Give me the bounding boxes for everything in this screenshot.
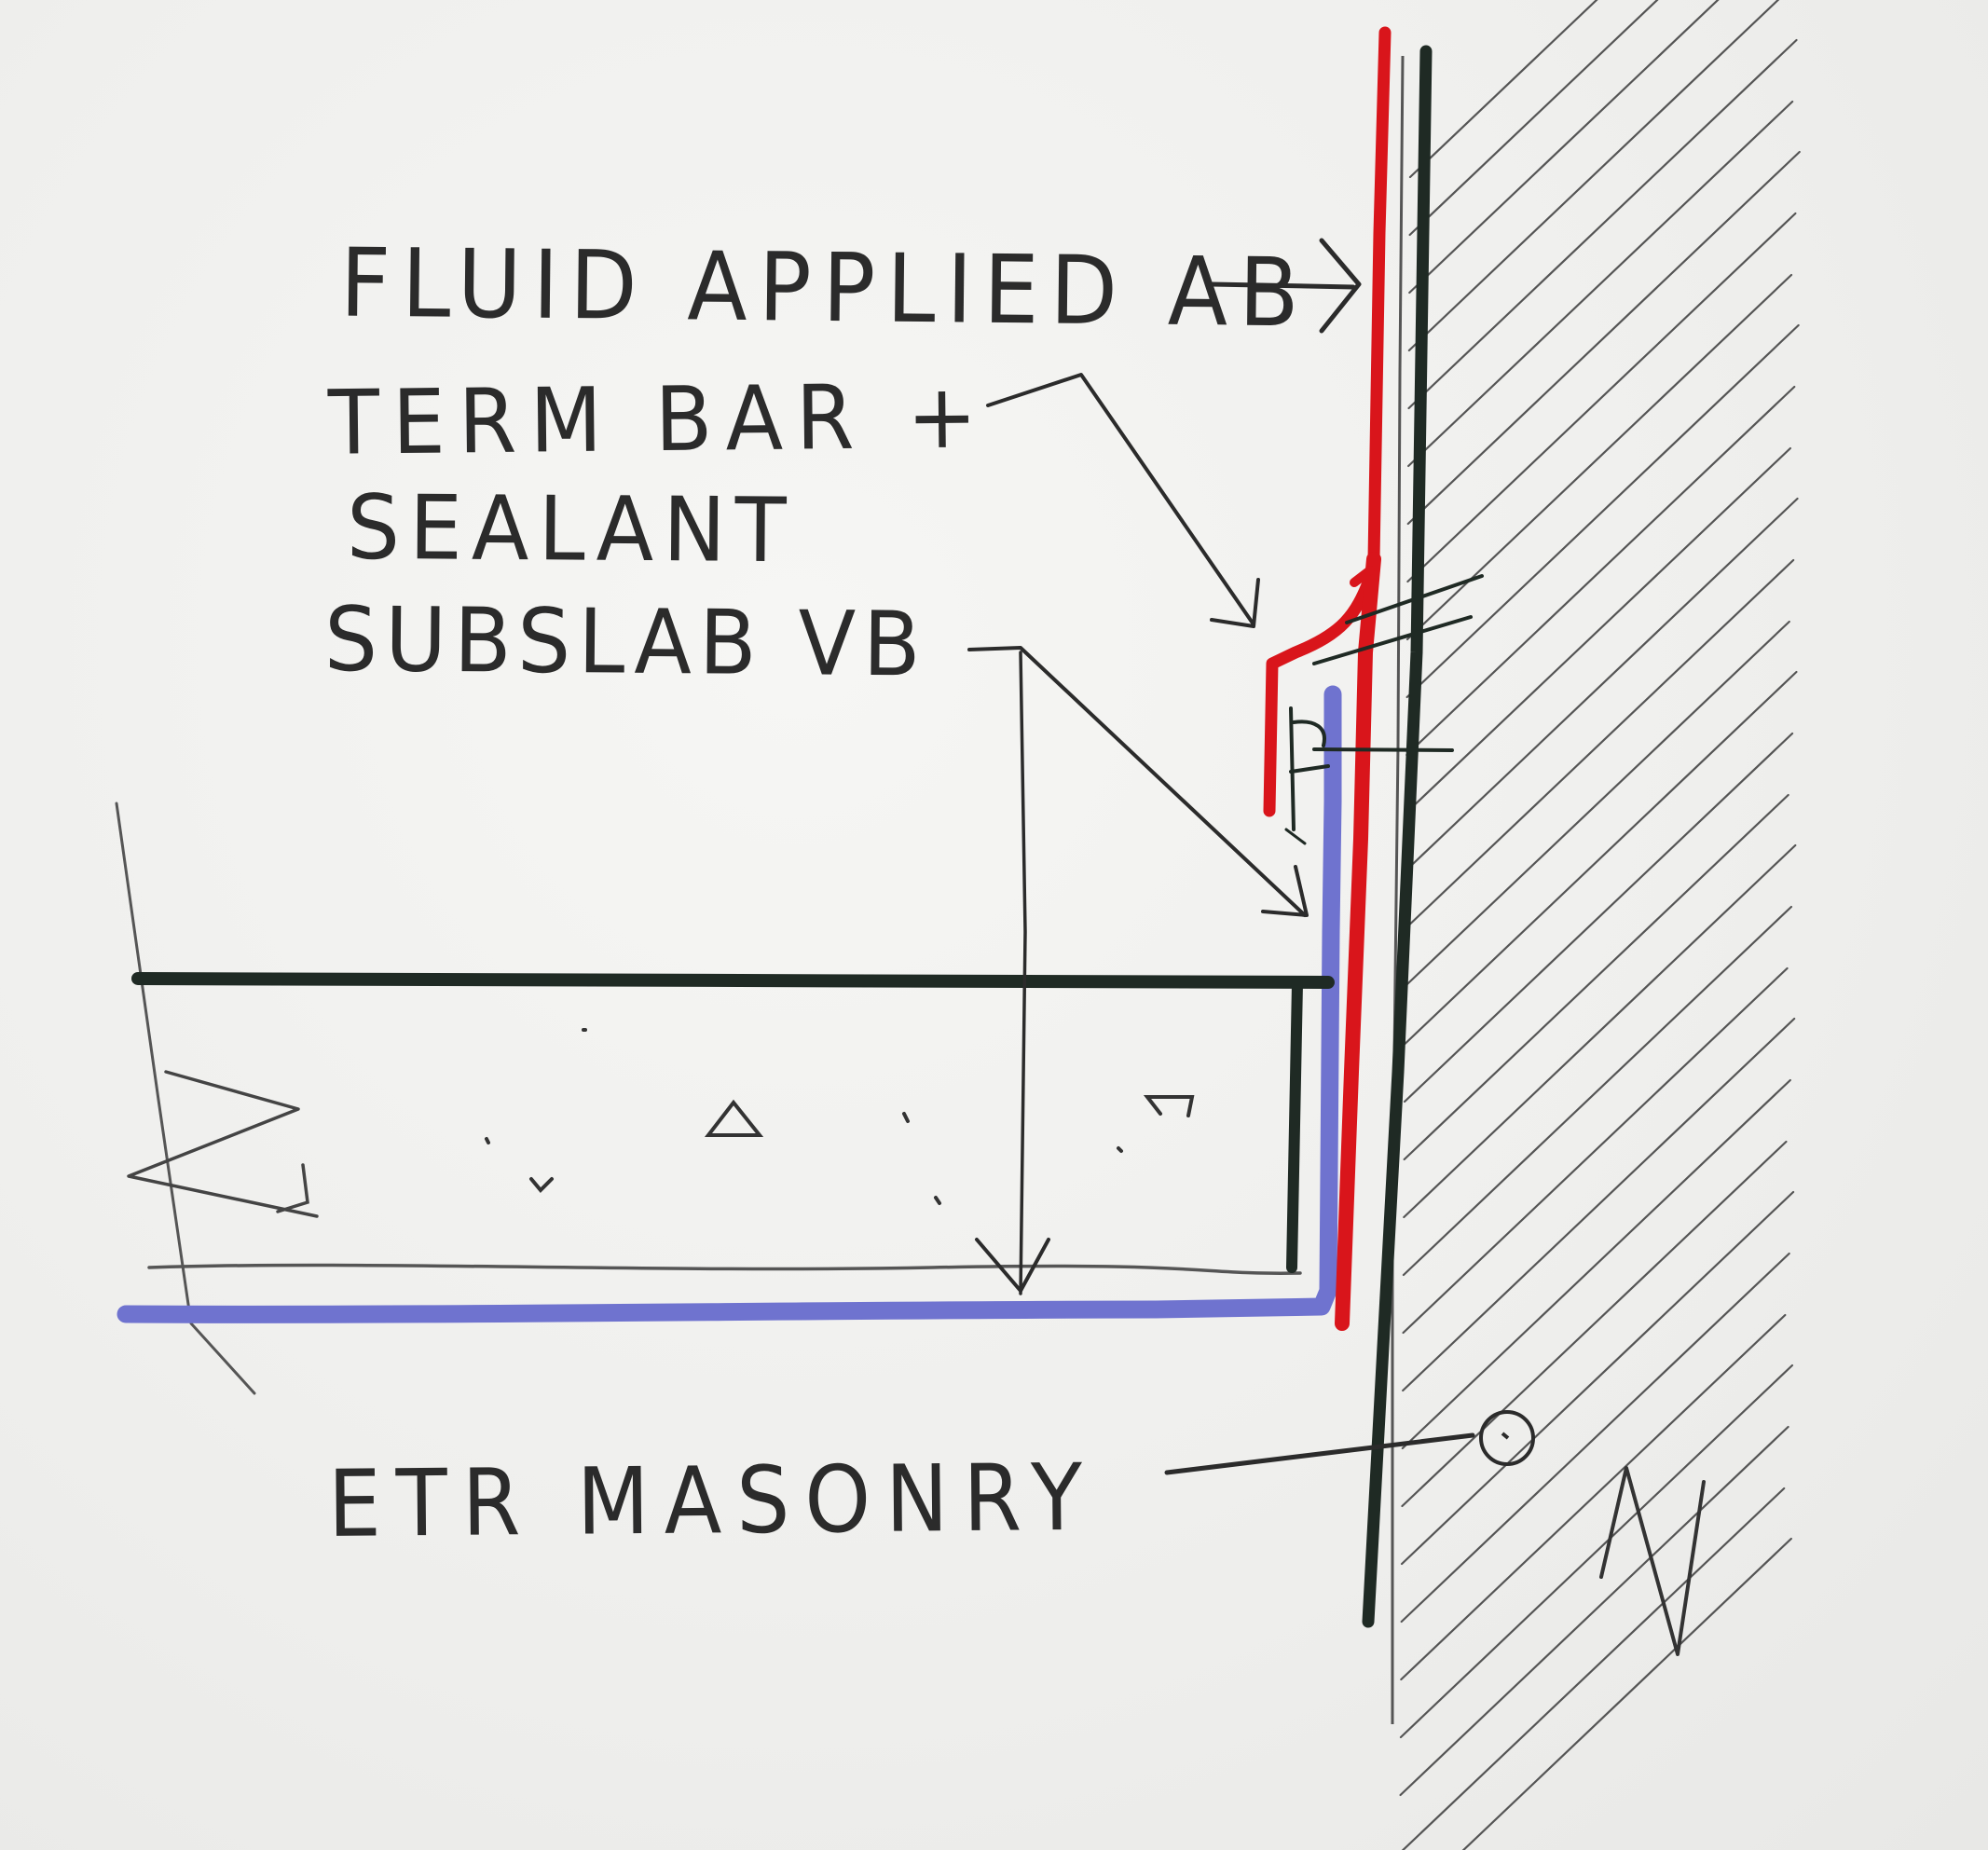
hatch-line <box>1403 732 1794 1103</box>
air-barrier-lap <box>1350 566 1375 587</box>
masonry-break-symbol <box>1599 1466 1706 1656</box>
hatch-line <box>1461 1537 1792 1850</box>
hatch-line <box>1407 0 1780 352</box>
term-bar-and-sealant <box>1284 574 1484 845</box>
hatch-line <box>1400 1252 1790 1624</box>
hatch-line <box>1401 1078 1791 1450</box>
hatch-line <box>1399 1425 1789 1797</box>
hatch-line <box>1402 905 1793 1277</box>
leader-etr-masonry <box>1164 1432 1475 1475</box>
break-symbol-hook <box>276 1163 309 1213</box>
arrowhead-subslab-vb <box>1261 865 1309 917</box>
hatch-line <box>1405 323 1800 699</box>
hatch-line <box>1405 385 1796 757</box>
hatch-line <box>1402 966 1789 1335</box>
masonry-hatching <box>1399 0 1801 1850</box>
slab-edge-line <box>1286 978 1303 1273</box>
hatch-line <box>1401 1140 1788 1508</box>
break-symbol <box>127 1070 319 1218</box>
hatch-line <box>1408 0 1659 237</box>
leader-subslab-vb <box>967 646 1307 917</box>
hatch-line <box>1407 38 1798 410</box>
label-subslab-vb: SUBSLAB VB <box>323 587 929 697</box>
left-break-line <box>115 802 256 1395</box>
arrowhead-fluid-applied-ab <box>1319 238 1362 334</box>
hatch-line <box>1404 620 1790 988</box>
hatch-line <box>1405 497 1799 872</box>
hatch-line <box>1406 150 1801 526</box>
label-term-bar-line1: TERM BAR + <box>327 364 992 476</box>
fluid-applied-air-barrier-lower <box>1335 552 1381 1331</box>
label-etr-masonry: ETR MASONRY <box>327 1444 1098 1559</box>
wall-substrate-line <box>1362 45 1433 1628</box>
hatch-line <box>1404 670 1798 1046</box>
leader-fluid-applied-ab <box>1209 281 1356 290</box>
hatch-line <box>1405 558 1795 930</box>
hatch-line <box>1402 1017 1796 1392</box>
subslab-vapor-barrier <box>117 685 1342 1323</box>
hatch-line <box>1405 273 1793 641</box>
hatch-line <box>1399 1364 1794 1739</box>
hatch-line <box>1407 100 1794 468</box>
arrowhead-term-bar <box>1210 578 1260 628</box>
leader-dot-mark <box>1501 1432 1510 1440</box>
slab-bottom-line <box>147 1263 1302 1275</box>
concrete-aggregate <box>485 1028 1195 1205</box>
hatch-line <box>1405 446 1792 815</box>
arrowhead-subslab-vb-down <box>975 1238 1050 1293</box>
label-fluid-applied-ab: FLUID APPLIED AB <box>339 228 1311 349</box>
leader-dot-etr-masonry <box>1479 1410 1535 1466</box>
label-term-bar-line2: SEALANT <box>346 475 797 583</box>
leader-subslab-vb-down <box>1019 651 1027 1295</box>
leader-term-bar <box>986 373 1255 626</box>
hatch-line <box>1401 1487 1786 1850</box>
hatch-line <box>1400 1190 1795 1566</box>
masonry-face-line <box>1391 55 1405 1724</box>
hatch-line <box>1408 0 1598 179</box>
hatch-line <box>1403 793 1789 1161</box>
hatch-line <box>1406 212 1797 583</box>
hatch-line <box>1403 843 1797 1219</box>
hatch-line <box>1408 0 1720 295</box>
hatch-line <box>1400 1313 1787 1681</box>
slab-top-line <box>131 972 1335 989</box>
